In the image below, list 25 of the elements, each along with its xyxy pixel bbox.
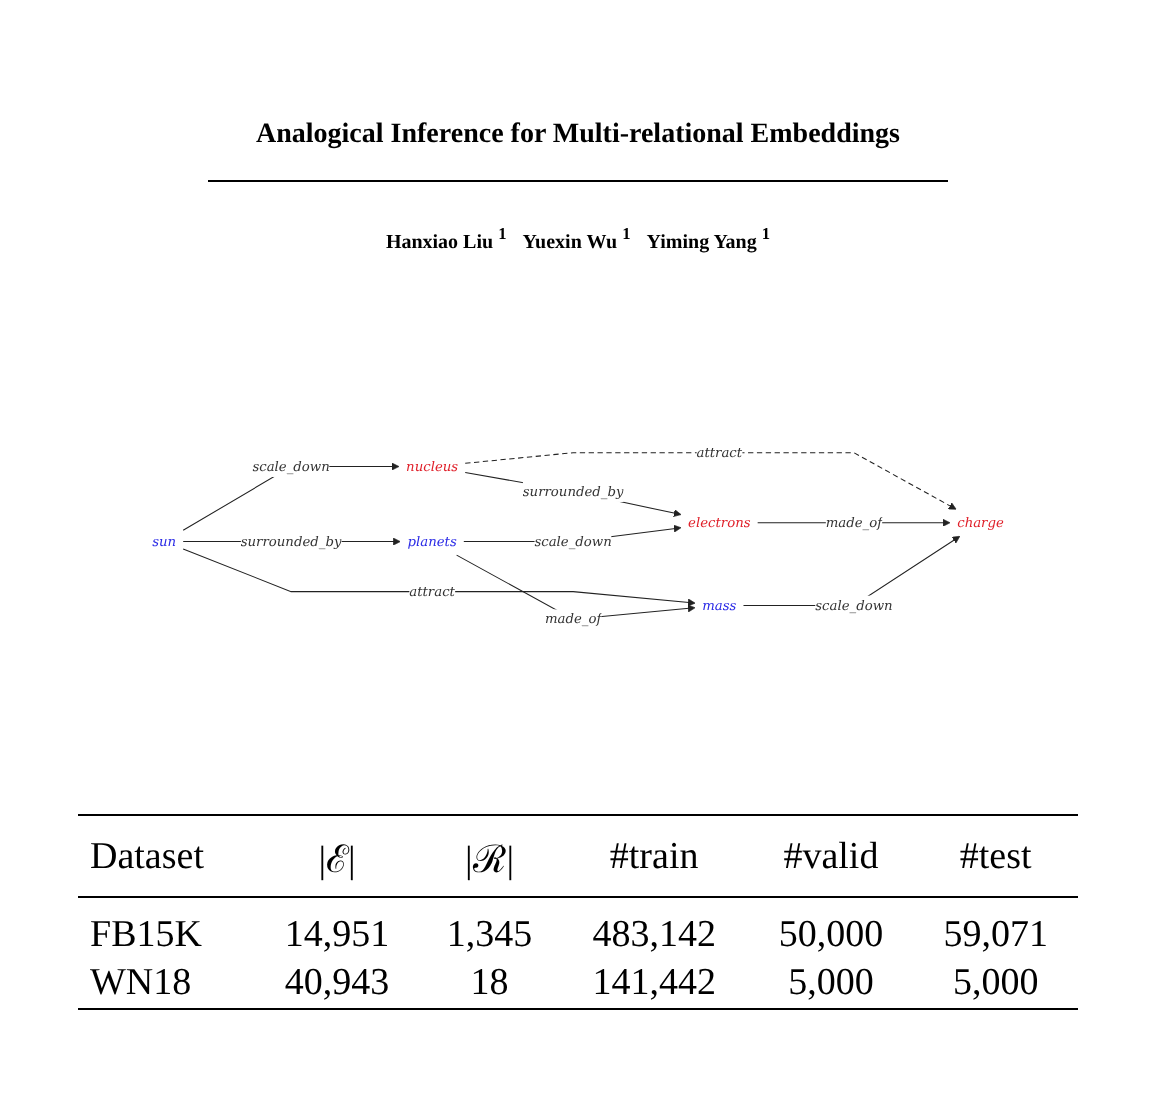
arrow <box>464 452 957 511</box>
table-cell: FB15K <box>78 897 255 961</box>
table-cell: 14,951 <box>254 897 420 961</box>
table-cell: 141,442 <box>559 960 749 1010</box>
table-cell: 5,000 <box>913 960 1078 1010</box>
column-header: |ℰ| <box>254 815 420 898</box>
author-name: Hanxiao Liu $^{1}$ <box>385 232 507 255</box>
arrow <box>464 472 682 518</box>
column-header: #valid <box>748 815 914 898</box>
author-name: Yuexin Wu $^{1}$ <box>522 232 631 255</box>
column-header: #train <box>559 815 749 898</box>
arrow <box>182 549 696 608</box>
table-cell: 50,000 <box>748 897 914 961</box>
table-cell: WN18 <box>78 960 255 1010</box>
column-header: |ℛ| <box>419 815 560 898</box>
table-cell: 59,071 <box>913 897 1078 961</box>
table-cell: 18 <box>419 960 560 1010</box>
column-header: #test <box>913 815 1078 898</box>
table-cell: 1,345 <box>419 897 560 961</box>
table-cell: 40,943 <box>254 960 420 1010</box>
author-name: Yiming Yang $^{1}$ <box>646 232 771 255</box>
table-cell: 5,000 <box>748 960 914 1010</box>
table-cell: 483,142 <box>559 897 749 961</box>
column-header: Dataset <box>78 815 255 898</box>
title: Analogical Inference for Multi-relational Embeddings <box>254 120 902 152</box>
